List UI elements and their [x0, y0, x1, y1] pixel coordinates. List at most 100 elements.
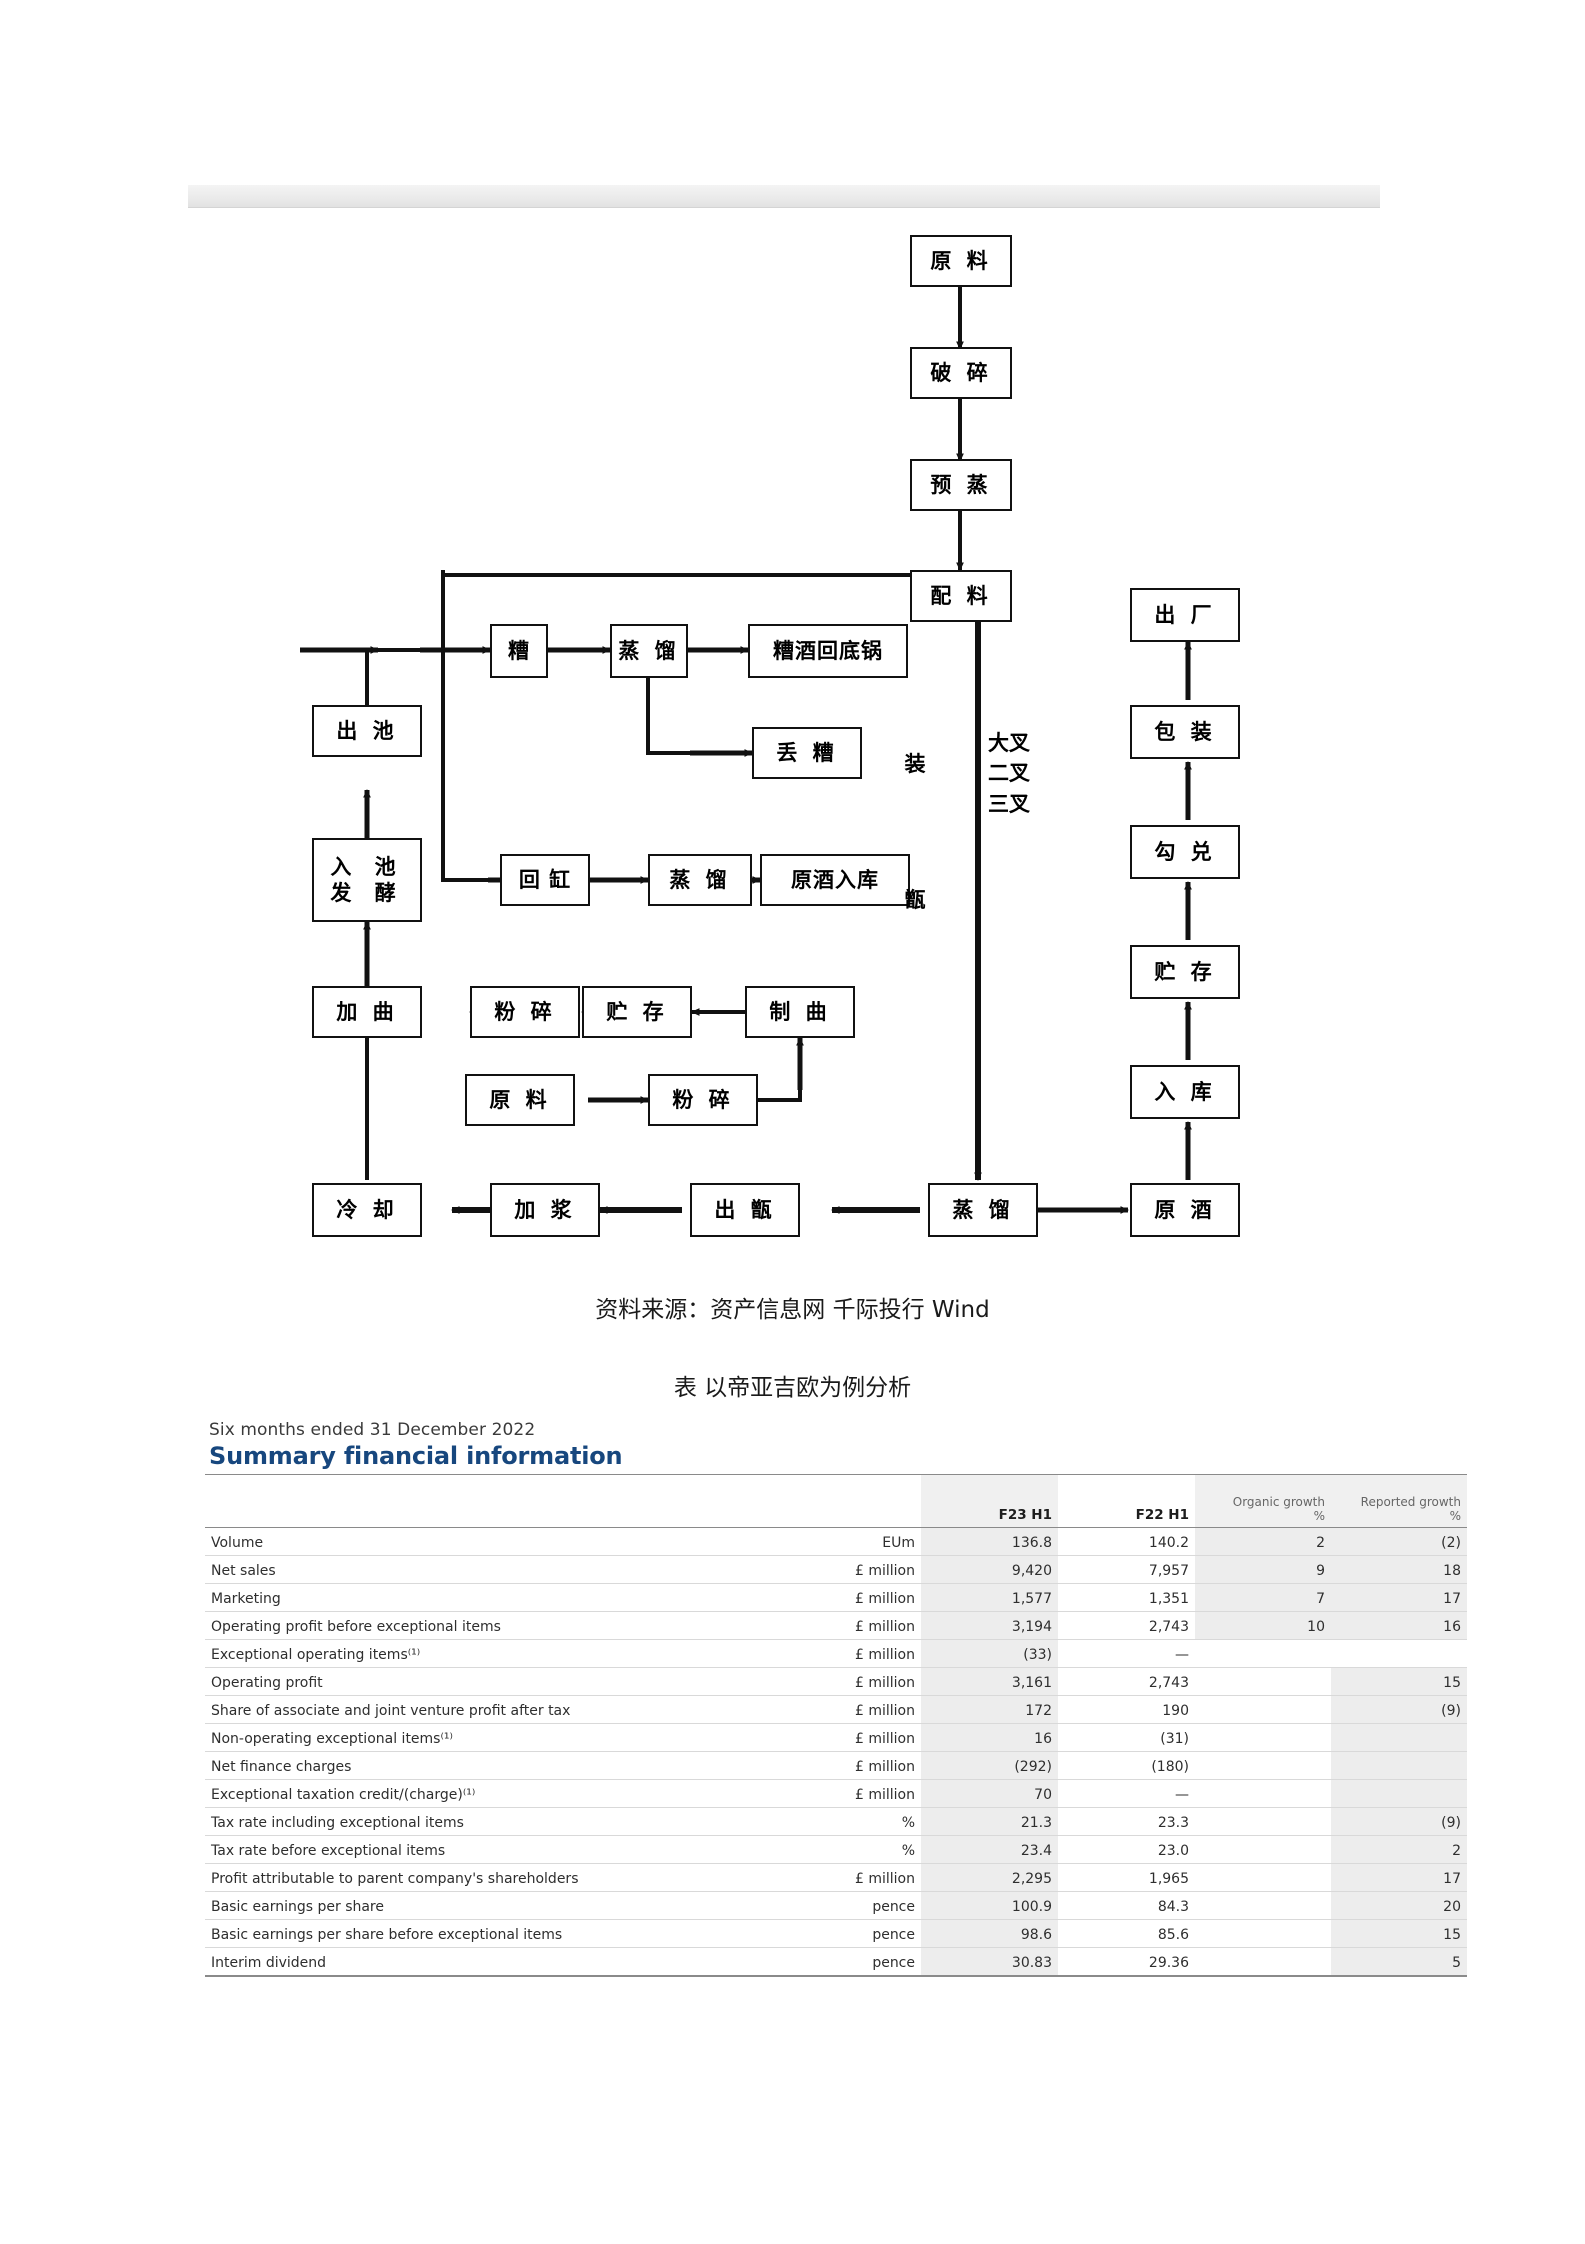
cell-unit: £ million	[777, 1583, 921, 1612]
cell-unit: pence	[777, 1919, 921, 1948]
cell-f23: 100.9	[921, 1891, 1058, 1920]
cell-f23: 3,194	[921, 1611, 1058, 1640]
th-f22-h1: F22 H1	[1058, 1474, 1195, 1528]
cell-f22: (31)	[1058, 1723, 1195, 1752]
cell-reported	[1331, 1639, 1467, 1668]
table-row: Operating profit before exceptional item…	[205, 1611, 1467, 1640]
cell-organic: 7	[1195, 1583, 1331, 1612]
report-period: Six months ended 31 December 2022	[209, 1420, 536, 1440]
cell-reported: 5	[1331, 1947, 1467, 1977]
node-discard-grain: 丢 糟	[752, 727, 862, 779]
th-organic-growth-unit: %	[1313, 1509, 1325, 1523]
cell-f23: 70	[921, 1779, 1058, 1808]
cell-metric: Marketing	[205, 1583, 777, 1612]
table-row: Share of associate and joint venture pro…	[205, 1695, 1467, 1724]
table-row: Basic earnings per share pence 100.9 84.…	[205, 1891, 1467, 1920]
cell-metric: Basic earnings per share before exceptio…	[205, 1919, 777, 1948]
cell-reported: (2)	[1331, 1527, 1467, 1556]
cell-unit: £ million	[777, 1863, 921, 1892]
cell-organic: 10	[1195, 1611, 1331, 1640]
cell-unit: £ million	[777, 1611, 921, 1640]
cell-f22: 140.2	[1058, 1527, 1195, 1556]
th-reported-growth: Reported growth %	[1331, 1474, 1467, 1528]
th-organic-growth-label: Organic growth	[1232, 1495, 1325, 1509]
cell-organic	[1195, 1639, 1331, 1668]
cell-organic	[1195, 1919, 1331, 1948]
cell-f23: 16	[921, 1723, 1058, 1752]
table-row: Operating profit £ million 3,161 2,743 1…	[205, 1667, 1467, 1696]
table-header-row: F23 H1 F22 H1 Organic growth % Reported …	[205, 1474, 1467, 1528]
table-row: Tax rate including exceptional items % 2…	[205, 1807, 1467, 1836]
cell-f23: 21.3	[921, 1807, 1058, 1836]
cell-metric: Tax rate before exceptional items	[205, 1835, 777, 1864]
table-row: Net sales £ million 9,420 7,957 9 18	[205, 1555, 1467, 1584]
cell-metric: Exceptional taxation credit/(charge)⁽¹⁾	[205, 1779, 777, 1808]
node-into-pit-fermentation: 入 池 发 酵	[312, 838, 422, 922]
table-row: Tax rate before exceptional items % 23.4…	[205, 1835, 1467, 1864]
node-out-of-retort: 出 甑	[690, 1183, 800, 1237]
cell-metric: Profit attributable to parent company's …	[205, 1863, 777, 1892]
cell-metric: Volume	[205, 1527, 777, 1556]
cell-metric: Basic earnings per share	[205, 1891, 777, 1920]
cell-f23: 3,161	[921, 1667, 1058, 1696]
cell-organic	[1195, 1807, 1331, 1836]
th-reported-growth-unit: %	[1449, 1509, 1461, 1523]
cell-unit: £ million	[777, 1695, 921, 1724]
th-metric	[205, 1474, 777, 1528]
node-grinding-1: 粉 碎	[470, 986, 580, 1038]
cell-f22: 23.3	[1058, 1807, 1195, 1836]
cell-unit: £ million	[777, 1667, 921, 1696]
th-unit	[777, 1474, 921, 1528]
table-row: Basic earnings per share before exceptio…	[205, 1919, 1467, 1948]
cell-metric: Exceptional operating items⁽¹⁾	[205, 1639, 777, 1668]
cell-f23: (292)	[921, 1751, 1058, 1780]
cell-unit: pence	[777, 1947, 921, 1977]
node-packaging: 包 装	[1130, 705, 1240, 759]
cell-f23: 172	[921, 1695, 1058, 1724]
node-crushing-1: 破 碎	[910, 347, 1012, 399]
cell-reported: (9)	[1331, 1807, 1467, 1836]
node-distillation-3: 蒸 馏	[928, 1183, 1038, 1237]
table-row: Net finance charges £ million (292) (180…	[205, 1751, 1467, 1780]
summary-financial-information: Six months ended 31 December 2022 Summar…	[205, 1420, 1467, 1977]
cell-f23: 23.4	[921, 1835, 1058, 1864]
cell-unit: £ million	[777, 1555, 921, 1584]
cell-reported: 2	[1331, 1835, 1467, 1864]
cell-metric: Operating profit	[205, 1667, 777, 1696]
cell-metric: Net sales	[205, 1555, 777, 1584]
cell-organic	[1195, 1863, 1331, 1892]
node-distillation-2: 蒸 馏	[648, 854, 752, 906]
node-raw-material-2: 原 料	[465, 1074, 575, 1126]
cell-f22: —	[1058, 1639, 1195, 1668]
cell-organic	[1195, 1723, 1331, 1752]
node-raw-liquor: 原 酒	[1130, 1183, 1240, 1237]
node-back-to-vat: 回 缸	[500, 854, 590, 906]
table-row: Exceptional operating items⁽¹⁾ £ million…	[205, 1639, 1467, 1668]
cell-f23: (33)	[921, 1639, 1058, 1668]
cell-f23: 136.8	[921, 1527, 1058, 1556]
table-row: Non-operating exceptional items⁽¹⁾ £ mil…	[205, 1723, 1467, 1752]
cell-f22: 2,743	[1058, 1611, 1195, 1640]
cell-f22: 1,351	[1058, 1583, 1195, 1612]
diagram-connectors	[300, 287, 1192, 1214]
th-organic-growth: Organic growth %	[1195, 1474, 1331, 1528]
cell-unit: %	[777, 1807, 921, 1836]
cell-f22: 85.6	[1058, 1919, 1195, 1948]
cell-f22: 7,957	[1058, 1555, 1195, 1584]
th-f22-h1-label: F22 H1	[1135, 1507, 1189, 1523]
cell-metric: Net finance charges	[205, 1751, 777, 1780]
node-cooling: 冷 却	[312, 1183, 422, 1237]
node-qu-making: 制 曲	[745, 986, 855, 1038]
cell-reported: 15	[1331, 1919, 1467, 1948]
financial-table-body: Volume EUm 136.8 140.2 2 (2) Net sales £…	[205, 1527, 1467, 1977]
cell-f22: 23.0	[1058, 1835, 1195, 1864]
cell-f23: 30.83	[921, 1947, 1058, 1977]
cell-f22: —	[1058, 1779, 1195, 1808]
cell-reported: 18	[1331, 1555, 1467, 1584]
side-label-fork-stages: 大叉 二叉 三叉	[988, 731, 1030, 816]
node-raw-material-1: 原 料	[910, 235, 1012, 287]
node-add-water: 加 浆	[490, 1183, 600, 1237]
node-storage-2: 贮 存	[1130, 945, 1240, 999]
cell-f23: 98.6	[921, 1919, 1058, 1948]
cell-reported	[1331, 1779, 1467, 1808]
